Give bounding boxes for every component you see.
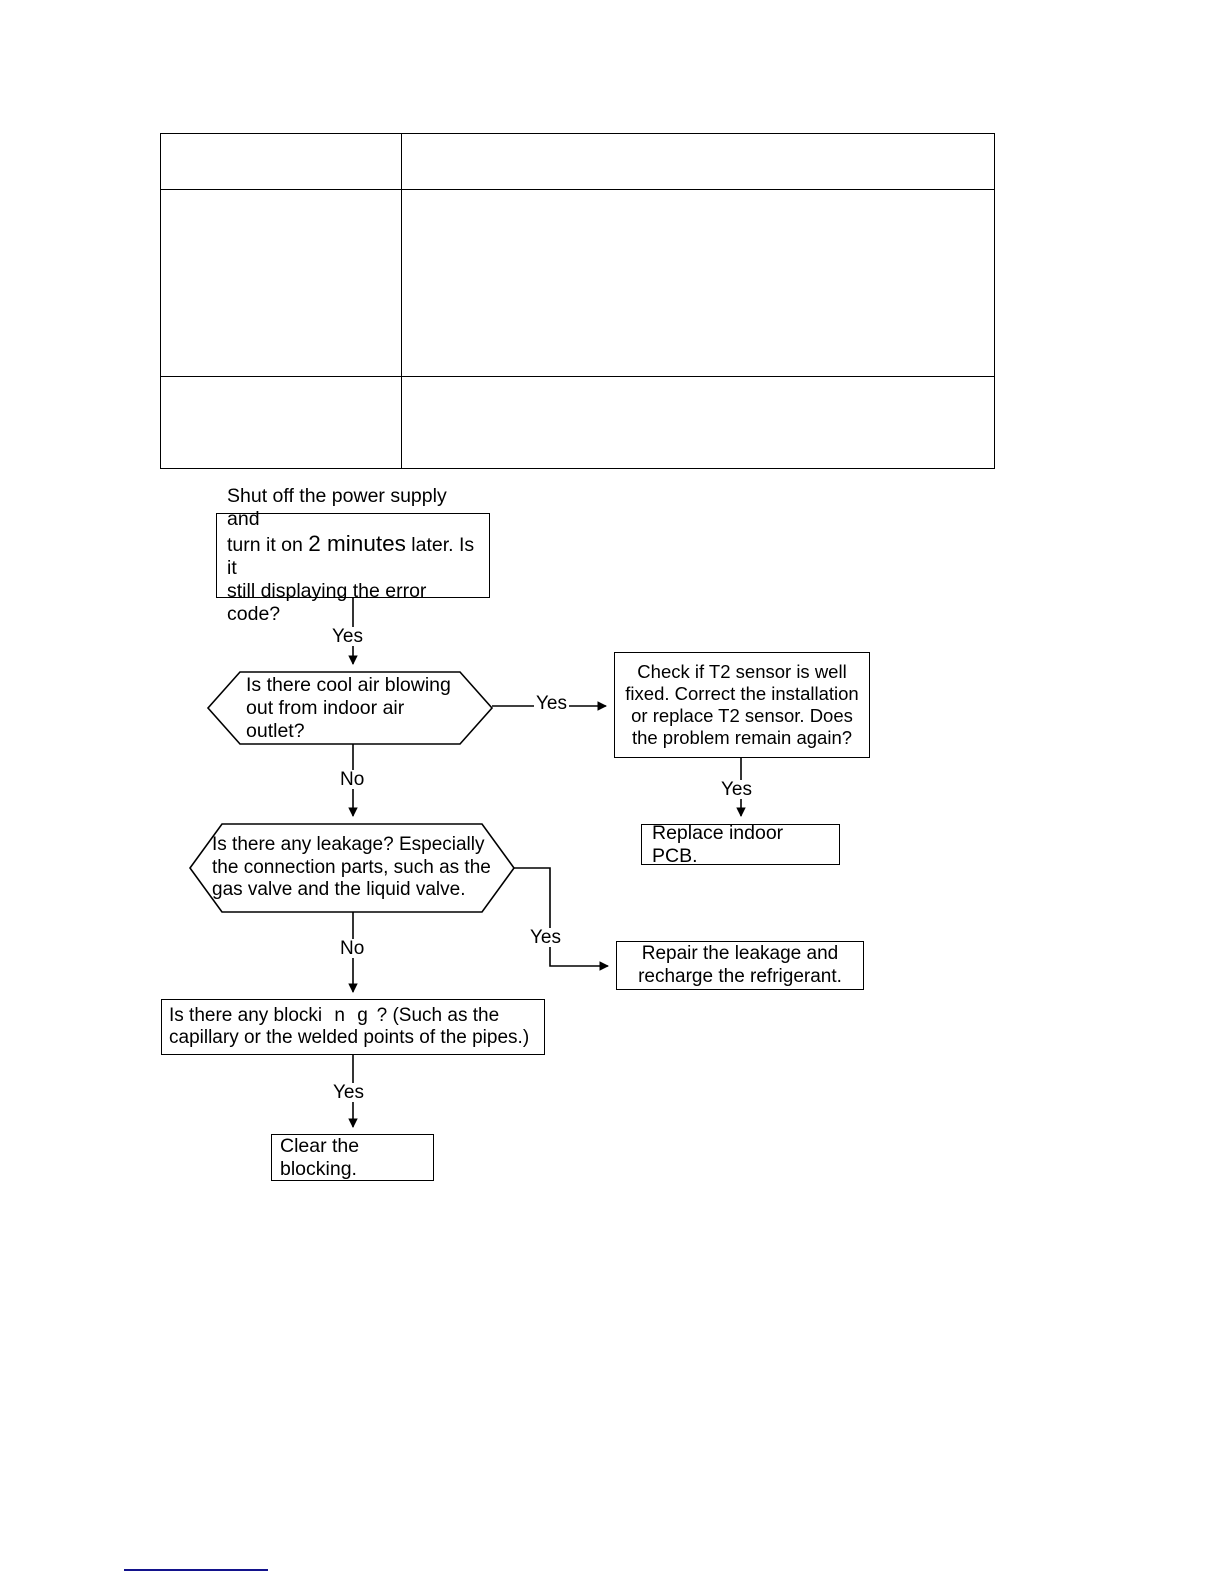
- leakage-line3: gas valve and the liquid valve.: [212, 879, 466, 901]
- flow-node-power-cycle[interactable]: Shut off the power supply and turn it on…: [216, 485, 490, 625]
- repair-leak-line2: recharge the refrigerant.: [638, 965, 842, 987]
- hexagon-leakage: [189, 823, 515, 913]
- footnote-separator-rule: [124, 1569, 268, 1571]
- table-cell-label: [160, 133, 402, 190]
- power-cycle-line2-pre: turn it on: [227, 533, 309, 556]
- edge-label-coolair-yes: Yes: [534, 693, 569, 714]
- flow-node-leakage[interactable]: Is there any leakage? Especially the con…: [190, 824, 514, 912]
- table-cell-value: [401, 376, 995, 469]
- repair-leak-line1: Repair the leakage and: [641, 943, 839, 965]
- replace-pcb-text: Replace indoor PCB.: [652, 821, 784, 867]
- t2-sensor-line3: or replace T2 sensor. Does: [631, 705, 853, 726]
- blocking-line1-pre: Is there any block: [169, 1004, 318, 1026]
- blocking-line2: capillary or the welded points of the pi…: [169, 1027, 530, 1048]
- edge-label-t2-yes: Yes: [719, 779, 754, 800]
- table-cell-label: [160, 189, 402, 377]
- edge-leakage-yes: [514, 867, 609, 971]
- power-cycle-line2-post: later. Is it: [227, 533, 475, 580]
- power-cycle-line2-emph: 2 minutes: [308, 530, 406, 556]
- edge-label-coolair-no: No: [338, 769, 367, 790]
- flow-node-t2-sensor[interactable]: Check if T2 sensor is well fixed. Correc…: [614, 652, 870, 758]
- leakage-line2: the connection parts, such as the: [212, 856, 491, 878]
- edge-label-power-to-coolair: Yes: [330, 626, 365, 647]
- leakage-line1: Is there any leakage? Especially: [212, 834, 485, 856]
- edge-label-leakage-yes: Yes: [528, 927, 563, 948]
- clear-blocking-text: Clear the blocking.: [280, 1134, 360, 1180]
- flow-node-repair-leakage[interactable]: Repair the leakage and recharge the refr…: [616, 941, 864, 990]
- specification-table: [160, 133, 995, 469]
- flow-node-replace-pcb[interactable]: Replace indoor PCB.: [641, 821, 840, 867]
- edge-label-leakage-no: No: [338, 938, 367, 959]
- cool-air-line1: Is there cool air blowing: [246, 673, 451, 696]
- blocking-line1-spaced: i n g: [317, 1004, 372, 1026]
- cool-air-line2: out from indoor air outlet?: [246, 696, 405, 742]
- t2-sensor-line4: the problem remain again?: [631, 726, 853, 748]
- t2-sensor-line1: Check if T2 sensor is well: [637, 661, 847, 683]
- table-cell-label: [160, 376, 402, 469]
- blocking-line1-post: ? (Such as the: [371, 1004, 500, 1026]
- power-cycle-line3: still displaying the error code?: [227, 580, 427, 626]
- edge-label-blocking-yes: Yes: [331, 1082, 366, 1103]
- hexagon-cool-air: [206, 671, 494, 745]
- flow-node-cool-air[interactable]: Is there cool air blowing out from indoo…: [208, 672, 492, 744]
- table-row: [160, 376, 995, 469]
- flow-node-blocking[interactable]: Is there any blocki n g ? (Such as the c…: [161, 999, 545, 1055]
- flow-node-clear-blocking[interactable]: Clear the blocking.: [271, 1134, 434, 1181]
- t2-sensor-line2: fixed. Correct the installation: [625, 683, 859, 705]
- power-cycle-line1: Shut off the power supply and: [227, 484, 447, 530]
